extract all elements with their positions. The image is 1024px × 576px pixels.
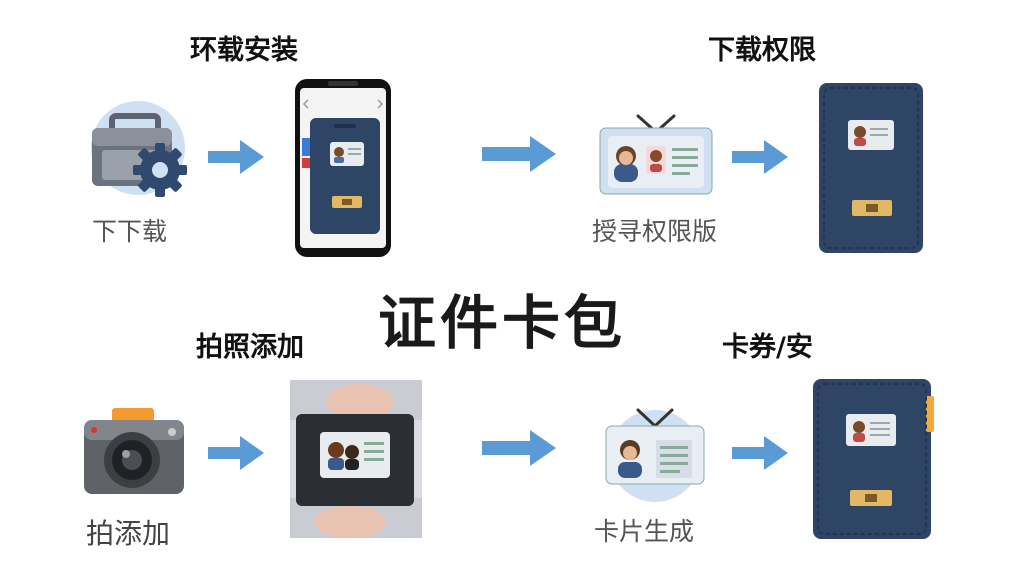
row1-step3-caption: 授寻权限版	[592, 217, 718, 246]
photo-icon	[290, 380, 422, 538]
toolbox-gear-icon	[82, 100, 192, 200]
row1-step1-caption: 下下载	[92, 217, 168, 246]
id-card-icon	[600, 400, 710, 504]
arrow-right-icon	[732, 436, 788, 470]
row2-left-heading: 拍照添加	[196, 332, 304, 363]
arrow-right-icon	[208, 436, 264, 470]
page-title: 证件卡包	[378, 289, 627, 357]
row2-step1-caption: 拍添加	[86, 517, 171, 550]
id-card-icon	[598, 106, 714, 196]
camera-icon	[82, 406, 186, 498]
row2-step3-caption: 卡片生成	[594, 517, 695, 546]
arrow-right-icon	[208, 140, 264, 174]
arrow-right-icon	[482, 430, 556, 466]
row1-left-heading: 环载安装	[190, 35, 298, 66]
arrow-right-icon	[482, 136, 556, 172]
arrow-right-icon	[732, 140, 788, 174]
row2-right-heading: 卡券/安	[722, 332, 813, 363]
smartphone-icon	[294, 78, 392, 258]
row1-right-heading: 下载权限	[708, 35, 816, 66]
wallet-icon	[812, 378, 936, 540]
wallet-icon	[818, 82, 924, 254]
